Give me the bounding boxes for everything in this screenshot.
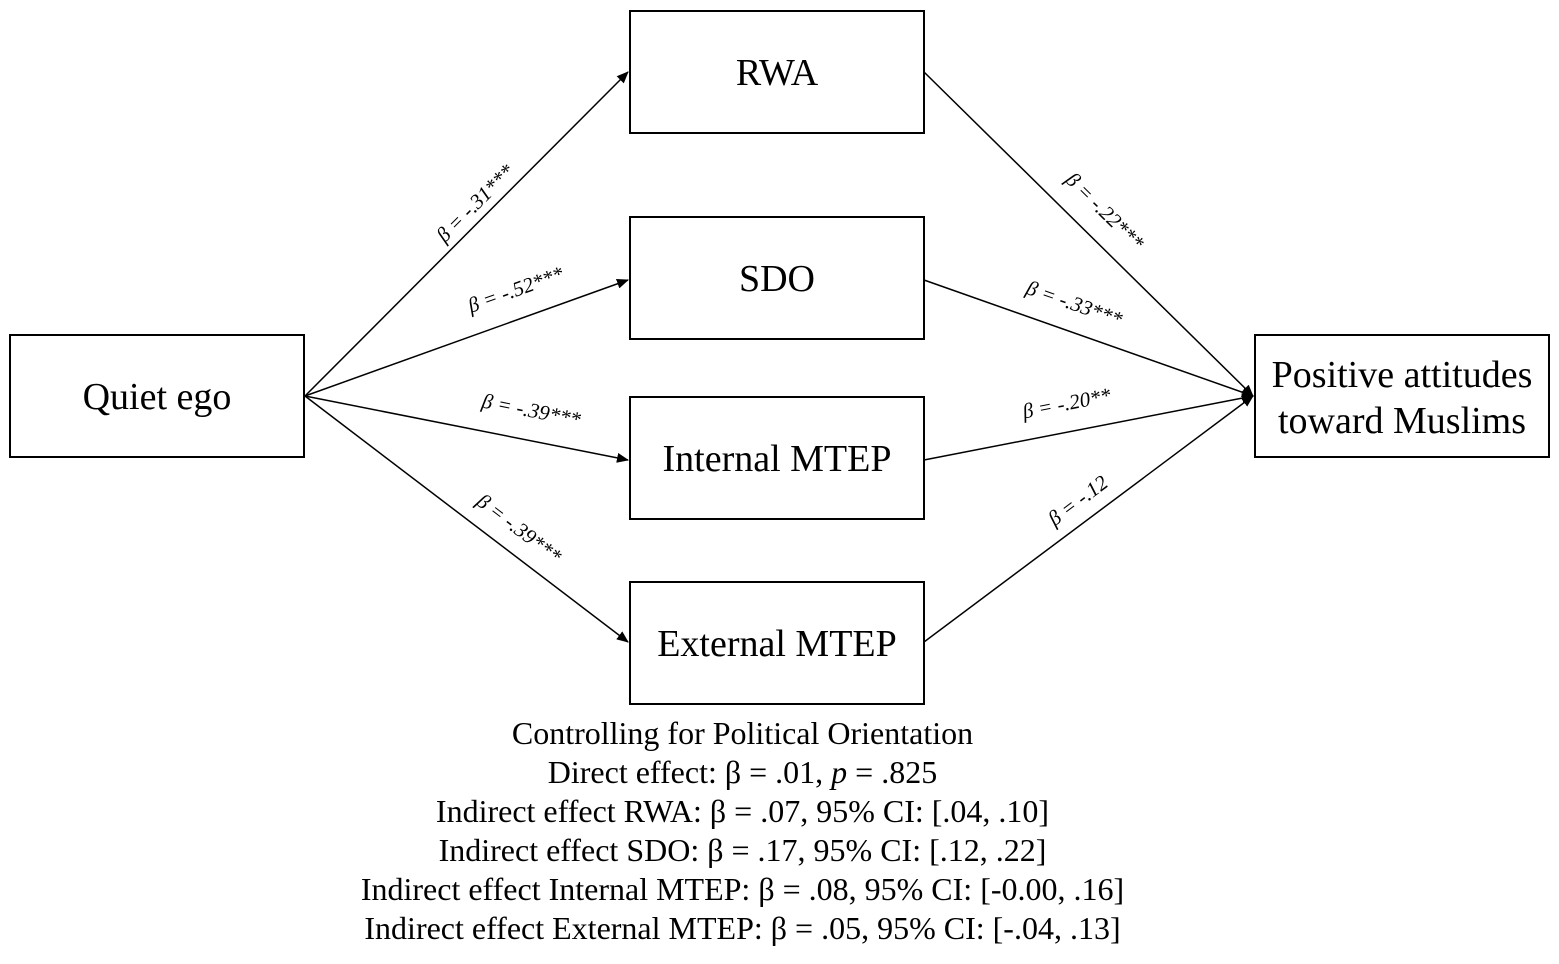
note-indirect-sdo: Indirect effect SDO: β = .17, 95% CI: [.… [438,832,1047,868]
node-external-mtep: External MTEP [629,581,925,705]
note-control: Controlling for Political Orientation [511,715,974,751]
effects-notes: Controlling for Political Orientation Di… [0,714,1485,948]
note-direct-effect-p: p [831,754,848,790]
coef-sdo-outcome: β = -.33*** [1022,275,1126,331]
arrow-quiet-ego-to-internal-mtep [304,395,629,463]
arrow-quiet-ego-to-sdo [304,279,629,397]
node-sdo-label: SDO [739,258,815,300]
arrow-quiet-ego-to-external-mtep [304,395,629,643]
node-quiet-ego-label: Quiet ego [83,376,232,418]
arrow-quiet-ego-to-rwa [304,71,629,397]
node-outcome: Positive attitudes toward Muslims [1254,334,1550,458]
note-direct-effect: Direct effect: β = .01, p = .825 [0,753,1485,792]
node-rwa: RWA [629,10,925,134]
node-internal-mtep-label: Internal MTEP [662,438,891,480]
node-outcome-label-line2: toward Muslims [1278,400,1526,442]
arrow-internal-mtep-to-outcome [923,393,1254,461]
coef-quiet-ego-sdo: β = -.52*** [464,261,568,318]
arrow-rwa-to-outcome [923,71,1254,397]
coef-external-mtep-outcome: β = -.12 [1042,470,1112,531]
note-indirect-external-mtep: Indirect effect External MTEP: β = .05, … [364,910,1121,946]
note-indirect-rwa: Indirect effect RWA: β = .07, 95% CI: [.… [435,793,1050,829]
node-external-mtep-label: External MTEP [657,623,897,665]
node-rwa-label: RWA [736,52,819,94]
note-direct-effect-suffix: = .825 [847,754,938,790]
arrow-external-mtep-to-outcome [923,395,1254,643]
coef-quiet-ego-external-mtep: β = -.39*** [471,488,566,569]
coef-quiet-ego-rwa: β = -.31*** [431,159,520,248]
node-outcome-label-line1: Positive attitudes [1272,354,1533,396]
node-sdo: SDO [629,216,925,340]
coef-internal-mtep-outcome: β = -.20** [1020,383,1114,424]
coef-rwa-outcome: β = -.22*** [1060,167,1149,255]
node-internal-mtep: Internal MTEP [629,396,925,520]
arrow-sdo-to-outcome [923,279,1254,398]
note-indirect-internal-mtep: Indirect effect Internal MTEP: β = .08, … [360,871,1125,907]
coef-quiet-ego-internal-mtep: β = -.39*** [479,388,583,431]
note-direct-effect-prefix: Direct effect: β = .01, [547,754,832,790]
node-quiet-ego: Quiet ego [9,334,305,458]
path-diagram: Quiet ego RWA SDO Internal MTEP External… [9,10,1550,705]
